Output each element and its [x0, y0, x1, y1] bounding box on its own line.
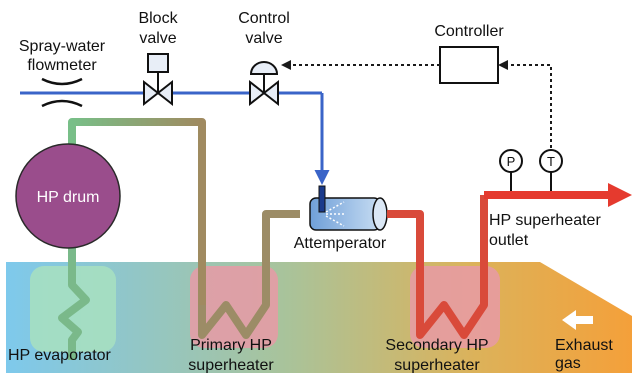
primary-hp-label-2: superheater — [188, 357, 274, 373]
temperature-signal-line — [498, 60, 552, 148]
exhaust-label-2: gas — [555, 355, 581, 372]
primary-hp-label-1: Primary HP — [190, 337, 272, 354]
secondary-hp-superheater-zone — [410, 266, 500, 348]
hp-evaporator-label: HP evaporator — [8, 347, 112, 364]
primary-superheater-coil — [198, 210, 300, 339]
control-valve-label-1: Control — [238, 10, 290, 27]
hp-superheater-outlet-label-2: outlet — [489, 232, 529, 249]
exhaust-label-1: Exhaust — [555, 337, 613, 354]
temperature-gauge — [539, 149, 563, 173]
hp-superheater-outlet-label-1: HP superheater — [489, 212, 601, 229]
controller-box — [439, 46, 499, 84]
spray-water-label: Spray-water — [19, 38, 106, 55]
flowmeter-icon — [41, 77, 83, 108]
attemperator-vessel — [309, 185, 388, 231]
block-valve-icon — [143, 53, 173, 107]
temperature-gauge-label: T — [547, 154, 555, 169]
pressure-gauge — [499, 149, 523, 173]
pressure-gauge-label: P — [507, 154, 516, 169]
flowmeter-label: flowmeter — [27, 57, 97, 74]
control-valve-icon — [249, 61, 279, 107]
drum-to-primary-pipe — [68, 118, 206, 305]
hp-drum — [15, 143, 121, 249]
secondary-superheater-coil — [387, 195, 488, 339]
secondary-hp-label-2: superheater — [394, 357, 480, 373]
outlet-arrow-head — [608, 183, 632, 207]
block-valve-label-2: valve — [139, 30, 176, 47]
controller-label: Controller — [434, 23, 504, 40]
control-valve-label-2: valve — [245, 30, 282, 47]
exhaust-flow-arrow — [562, 310, 593, 330]
block-valve-label-1: Block — [138, 10, 178, 27]
evaporator-pipe — [58, 235, 90, 360]
secondary-hp-label-1: Secondary HP — [385, 337, 488, 354]
hp-drum-label: HP drum — [37, 189, 100, 206]
attemperator-label: Attemperator — [294, 235, 387, 252]
